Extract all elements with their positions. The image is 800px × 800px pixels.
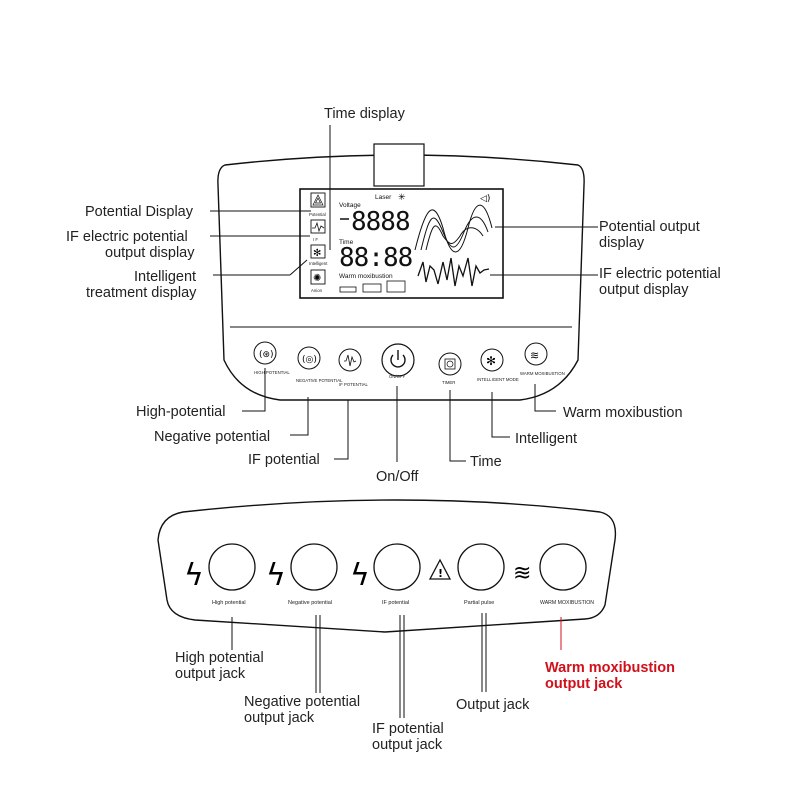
callout-jack-if-1: IF potential bbox=[372, 721, 444, 737]
callout-if-potential: IF potential bbox=[248, 452, 320, 468]
potential-wave-graphic bbox=[414, 204, 493, 253]
callout-jack-high-1: High potential bbox=[175, 650, 264, 666]
negative-potential-icon: (◎) bbox=[302, 355, 317, 365]
heat-waves-icon: ≋ bbox=[513, 561, 531, 586]
intelligent-mode-button[interactable]: ✻ bbox=[480, 348, 504, 372]
jacks: ϟ High potential ϟ Negative potential ϟ … bbox=[184, 543, 594, 606]
lcd-icon-intelligent: Intelligent bbox=[309, 261, 328, 266]
btn-small-intelligent: INTELLIGENT MODE bbox=[477, 377, 519, 382]
callout-time-display: Time display bbox=[324, 106, 406, 122]
laser-icon: ✳ bbox=[398, 193, 406, 203]
callout-jack-partial: Output jack bbox=[456, 697, 530, 713]
callout-on-off: On/Off bbox=[376, 469, 419, 485]
timer-button[interactable] bbox=[438, 352, 462, 376]
negative-potential-button[interactable]: (◎) bbox=[297, 346, 321, 370]
callout-potential-display: Potential Display bbox=[85, 204, 194, 220]
jack-small-if: IF potential bbox=[382, 600, 409, 606]
btn-small-onoff: ON/OFF bbox=[389, 374, 406, 379]
callout-if-display-2: output display bbox=[105, 245, 195, 261]
potential-icon-box bbox=[310, 192, 326, 208]
bolt-icon-3: ϟ bbox=[350, 558, 370, 593]
lcd-icon-anion: Anion bbox=[311, 288, 323, 293]
callout-if-output-1: IF electric potential bbox=[599, 266, 721, 282]
intelligent-icon-box bbox=[310, 244, 326, 259]
power-icon bbox=[390, 354, 406, 368]
top-device bbox=[217, 143, 585, 401]
lcd-time-digits: 88:88 bbox=[339, 243, 412, 273]
if-potential-icon bbox=[344, 354, 357, 367]
bolt-icon-1: ϟ bbox=[184, 558, 204, 593]
callout-time: Time bbox=[470, 454, 502, 470]
if-wave-graphic bbox=[417, 257, 490, 287]
lcd-screen: Laser ✳ ◁) Potential I F ✻ Intelligent ✺… bbox=[299, 188, 504, 299]
callout-jack-warm-1: Warm moxibustion bbox=[545, 660, 675, 676]
lcd-icon-if: I F bbox=[313, 237, 318, 242]
btn-small-warm: WARM MOXIBUSTION bbox=[520, 371, 565, 376]
intelligent-fan-icon: ✻ bbox=[313, 248, 321, 259]
jack-partial-pulse[interactable] bbox=[457, 543, 505, 591]
callout-intelligent-display-2: treatment display bbox=[86, 285, 197, 301]
btn-small-if: IF POTENTIAL bbox=[339, 382, 368, 387]
callout-potential-output-2: display bbox=[599, 235, 645, 251]
anion-icon: ✺ bbox=[313, 273, 321, 284]
timer-icon bbox=[444, 358, 456, 370]
callout-negative-potential: Negative potential bbox=[154, 429, 270, 445]
jack-small-negative: Negative potential bbox=[288, 600, 332, 606]
jack-small-high: High potential bbox=[212, 600, 246, 606]
jack-negative-potential[interactable] bbox=[290, 543, 338, 591]
laser-window bbox=[373, 143, 425, 187]
jack-high-potential[interactable] bbox=[208, 543, 256, 591]
warm-bar-1 bbox=[339, 286, 357, 293]
jack-if-potential[interactable] bbox=[373, 543, 421, 591]
callout-if-display-1: IF electric potential bbox=[66, 229, 188, 245]
warm-moxibustion-icon: ≋ bbox=[530, 349, 539, 362]
anion-icon-box bbox=[310, 269, 326, 285]
lcd-time-label: Time bbox=[339, 239, 354, 246]
callout-jack-high-2: output jack bbox=[175, 666, 246, 682]
warning-mark: ! bbox=[438, 567, 443, 580]
speaker-icon: ◁) bbox=[480, 194, 490, 204]
top-callout-lines bbox=[210, 125, 598, 462]
high-potential-button[interactable]: (⊛) bbox=[253, 341, 277, 365]
callout-high-potential: High-potential bbox=[136, 404, 225, 420]
btn-small-timer: TIMER bbox=[442, 380, 455, 385]
lcd-voltage-digits: 8888 bbox=[351, 207, 410, 237]
on-off-button[interactable] bbox=[381, 343, 415, 377]
warm-bar-3 bbox=[386, 280, 406, 293]
lcd-icon-potential: Potential bbox=[309, 212, 326, 217]
lcd-warm-label: Warm moxibustion bbox=[339, 273, 393, 280]
lcd-laser-label: Laser bbox=[375, 194, 392, 201]
bottom-callouts: High potential output jack Negative pote… bbox=[175, 650, 675, 753]
callout-jack-if-2: output jack bbox=[372, 737, 443, 753]
top-callouts: Time display Potential Display IF electr… bbox=[66, 106, 721, 485]
callout-jack-negative-1: Negative potential bbox=[244, 694, 360, 710]
bottom-panel bbox=[157, 499, 617, 633]
warm-moxibustion-button[interactable]: ≋ bbox=[524, 342, 548, 366]
lcd-voltage-label: Voltage bbox=[339, 202, 361, 209]
callout-warm-moxibustion: Warm moxibustion bbox=[563, 405, 683, 421]
high-potential-icon: (⊛) bbox=[259, 350, 274, 360]
warning-triangle-icon bbox=[428, 558, 452, 580]
jack-small-warm: WARM MOXIBUSTION bbox=[540, 600, 594, 606]
if-icon-box bbox=[310, 219, 326, 234]
callout-potential-output-1: Potential output bbox=[599, 219, 700, 235]
btn-small-negative: NEGATIVE POTENTIAL bbox=[296, 378, 343, 383]
warm-bar-2 bbox=[362, 283, 382, 293]
bolt-icon-2: ϟ bbox=[266, 558, 286, 593]
control-buttons: (⊛) HIGH POTENTIAL (◎) NEGATIVE POTENTIA… bbox=[253, 341, 565, 387]
intelligent-mode-icon: ✻ bbox=[486, 354, 496, 368]
btn-small-high: HIGH POTENTIAL bbox=[254, 370, 290, 375]
jack-small-partial: Partial pulse bbox=[464, 600, 494, 606]
callout-intelligent: Intelligent bbox=[515, 431, 577, 447]
callout-if-output-2: output display bbox=[599, 282, 689, 298]
if-potential-button[interactable] bbox=[338, 348, 362, 372]
bottom-callout-lines bbox=[231, 613, 562, 718]
callout-intelligent-display-1: Intelligent bbox=[134, 269, 196, 285]
jack-warm-moxibustion[interactable] bbox=[539, 543, 587, 591]
callout-jack-negative-2: output jack bbox=[244, 710, 315, 726]
callout-jack-warm-2: output jack bbox=[545, 676, 623, 692]
